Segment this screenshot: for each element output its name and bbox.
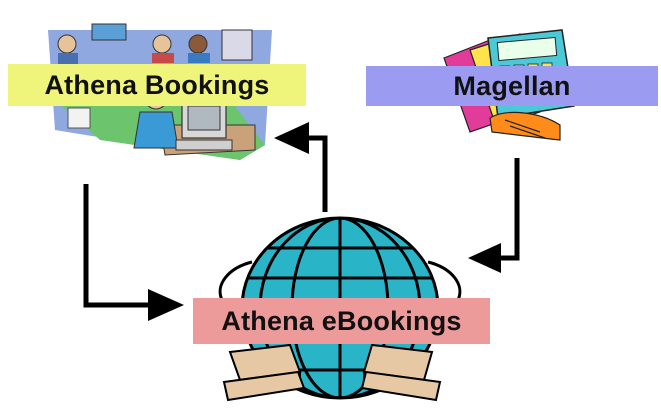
office-workers-clipart <box>48 23 272 160</box>
arrow-magellan-to-ebookings <box>498 158 520 261</box>
athena-ebookings-label: Athena eBookings <box>221 305 462 336</box>
arrow-bookings-to-ebookings-head <box>148 289 184 321</box>
arrow-ebookings-to-bookings-head <box>274 122 309 154</box>
arrow-magellan-to-ebookings-head <box>468 243 501 273</box>
athena-ebookings-label-bg <box>193 298 490 344</box>
magellan-label: Magellan <box>453 70 571 101</box>
magellan-label-bg <box>366 66 658 106</box>
arrow-ebookings-to-bookings <box>306 135 328 212</box>
arrow-bookings-to-ebookings <box>83 184 150 308</box>
athena-bookings-label: Athena Bookings <box>44 69 270 100</box>
athena-bookings-label-bg <box>8 64 306 106</box>
